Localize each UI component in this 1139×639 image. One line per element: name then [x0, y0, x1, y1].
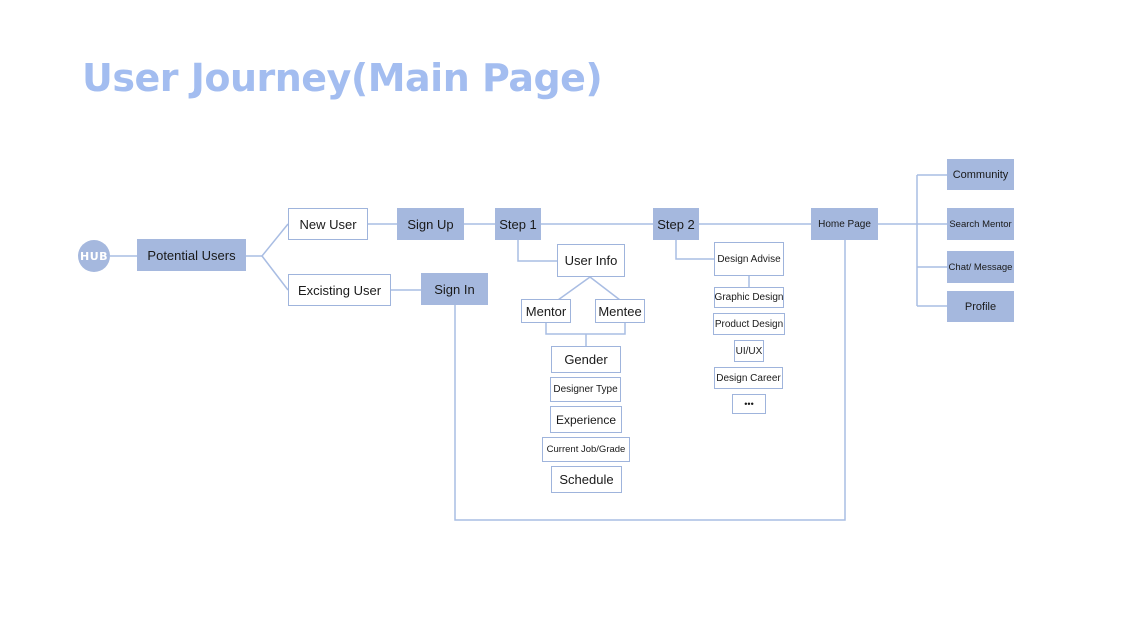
current-job-node: Current Job/Grade: [542, 437, 630, 462]
designer-type-node: Designer Type: [550, 377, 621, 402]
hub-logo: HUB: [78, 240, 110, 272]
step-1-node: Step 1: [495, 208, 541, 240]
community-node: Community: [947, 159, 1014, 190]
profile-node: Profile: [947, 291, 1014, 322]
design-advise-node: Design Advise: [714, 242, 784, 276]
page-title: User Journey(Main Page): [82, 56, 603, 100]
more-node: •••: [732, 394, 766, 414]
sign-in-node: Sign In: [421, 273, 488, 305]
user-info-node: User Info: [557, 244, 625, 277]
gender-node: Gender: [551, 346, 621, 373]
experience-node: Experience: [550, 406, 622, 433]
home-page-node: Home Page: [811, 208, 878, 240]
sign-up-node: Sign Up: [397, 208, 464, 240]
mentee-node: Mentee: [595, 299, 645, 323]
chat-message-node: Chat/ Message: [947, 251, 1014, 283]
new-user-node: New User: [288, 208, 368, 240]
graphic-design-node: Graphic Design: [714, 287, 784, 308]
existing-user-node: Excisting User: [288, 274, 391, 306]
uiux-node: UI/UX: [734, 340, 764, 362]
product-design-node: Product Design: [713, 313, 785, 335]
potential-users-node: Potential Users: [137, 239, 246, 271]
mentor-node: Mentor: [521, 299, 571, 323]
step-2-node: Step 2: [653, 208, 699, 240]
schedule-node: Schedule: [551, 466, 622, 493]
search-mentor-node: Search Mentor: [947, 208, 1014, 240]
design-career-node: Design Career: [714, 367, 783, 389]
